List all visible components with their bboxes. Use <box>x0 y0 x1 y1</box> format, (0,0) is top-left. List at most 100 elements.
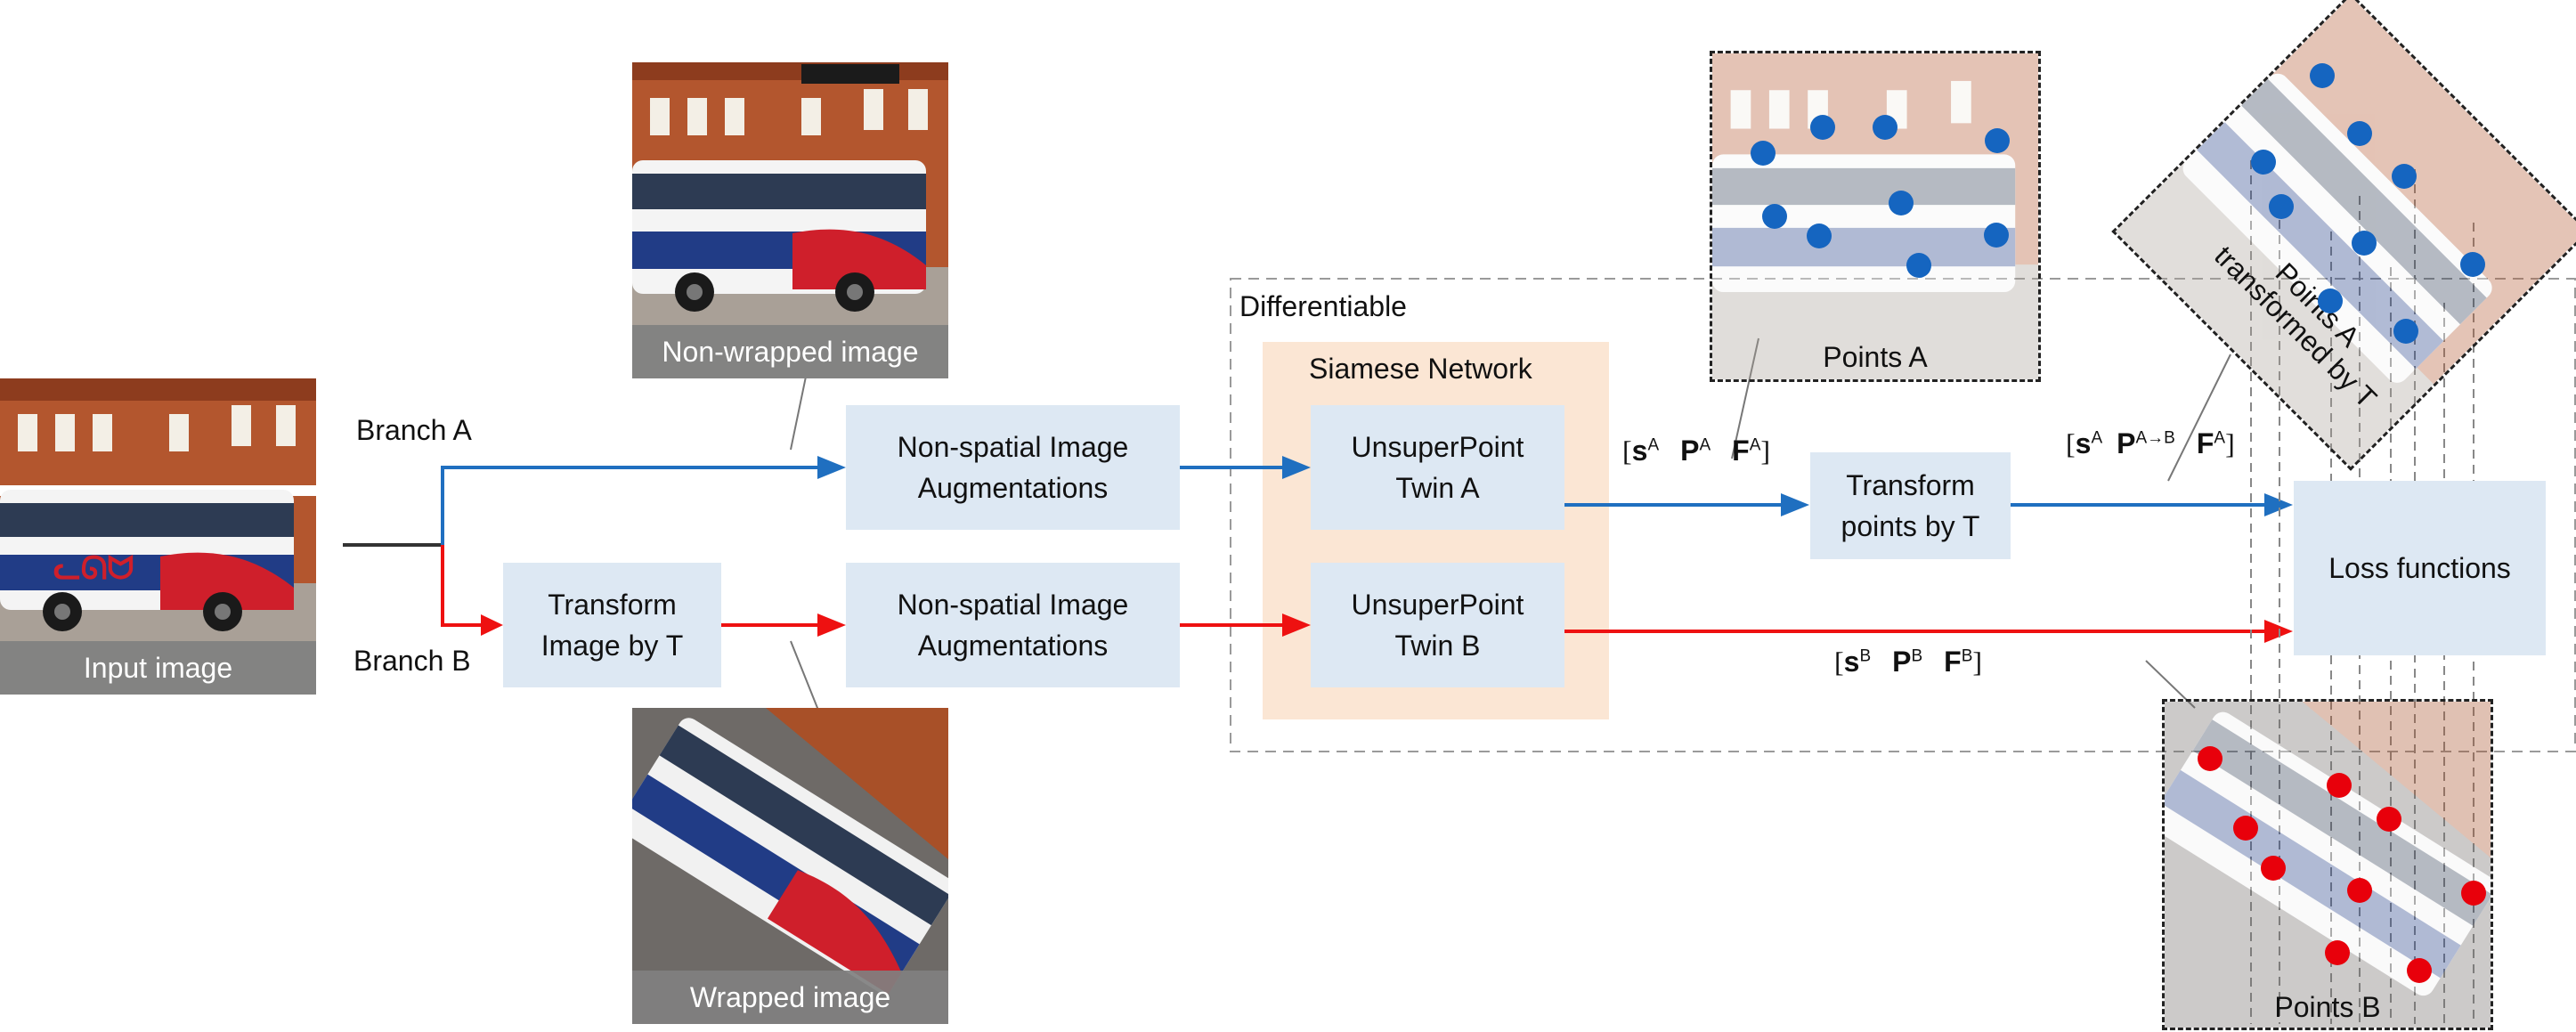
keypoint-b <box>2377 807 2401 832</box>
leader-points-a <box>1731 337 1759 459</box>
keypoint-a-transformed <box>2392 164 2417 189</box>
augment-b-line1: Non-spatial Image <box>897 588 1129 621</box>
keypoint-a-transformed <box>2347 121 2372 146</box>
keypoint-a <box>1906 253 1931 278</box>
keypoint-a-transformed <box>2251 150 2276 175</box>
keypoint-a <box>1751 141 1776 166</box>
output-a-p-sup: A <box>1699 435 1711 455</box>
transform-points-line2: points by T <box>1841 510 1980 542</box>
leader-wrapped <box>790 640 820 713</box>
output-b-p: P <box>1892 646 1912 678</box>
output-t-p-sup: A→B <box>2135 428 2175 448</box>
keypoint-a <box>1873 115 1897 140</box>
output-t-p: P <box>2117 427 2136 459</box>
keypoint-a <box>1985 128 2010 153</box>
wrapped-image: Wrapped image <box>632 708 948 1024</box>
input-image-caption: Input image <box>0 641 316 695</box>
output-t-s: s <box>2075 427 2092 459</box>
output-b-s-sup: B <box>1859 646 1872 666</box>
keypoint-a <box>1810 115 1835 140</box>
keypoint-a-transformed <box>2318 288 2343 313</box>
branch-a-arrowhead-4 <box>2264 493 2293 516</box>
output-transformed-label: [sA PA→B FA] <box>2066 427 2235 460</box>
branch-b-label: Branch B <box>353 645 471 677</box>
wrapped-image-caption: Wrapped image <box>632 971 948 1024</box>
keypoint-b <box>2407 958 2432 983</box>
keypoint-a-transformed <box>2269 194 2294 219</box>
points-a-caption: Points A <box>1823 341 1928 373</box>
keypoint-b <box>2198 746 2223 771</box>
output-t-f: F <box>2196 427 2214 459</box>
points-b-panel: Points B <box>2162 699 2493 1030</box>
keypoint-a-transformed <box>2460 252 2485 277</box>
transform-points-box: Transform points by T <box>1810 452 2011 559</box>
keypoint-a <box>1807 223 1832 248</box>
output-a-s: s <box>1631 435 1648 467</box>
branch-b-arrowhead-2 <box>1282 614 1311 637</box>
output-t-open: [ <box>2066 427 2076 459</box>
output-b-s: s <box>1843 646 1860 678</box>
branch-a-label: Branch A <box>356 414 472 446</box>
keypoint-a <box>1889 191 1914 215</box>
output-b-open: [ <box>1834 646 1844 678</box>
input-image: ᓚᘏᗢ Input image <box>0 378 316 695</box>
branch-a-arrowhead-2 <box>1282 456 1311 479</box>
output-t-f-sup: A <box>2214 428 2226 448</box>
output-a-close: ] <box>1760 435 1771 467</box>
output-a-label: [sA PA FA] <box>1622 435 1770 467</box>
keypoint-a-transformed <box>2352 231 2377 256</box>
output-a-f-sup: A <box>1749 435 1761 455</box>
keypoint-b <box>2347 878 2372 903</box>
branch-a-arrowhead-3 <box>1781 493 1809 516</box>
output-b-close: ] <box>1972 646 1983 678</box>
output-a-s-sup: A <box>1647 435 1660 455</box>
twin-b-line1: UnsuperPoint <box>1351 588 1524 621</box>
keypoint-b <box>2261 856 2286 881</box>
non-wrapped-image: Non-wrapped image <box>632 62 948 378</box>
leader-points-transformed <box>2167 353 2231 482</box>
twin-a-line2: Twin A <box>1395 472 1480 504</box>
loss-functions-label: Loss functions <box>2328 551 2511 584</box>
output-b-f: F <box>1944 646 1962 678</box>
twin-b-line2: Twin B <box>1394 630 1481 662</box>
leader-non-wrapped <box>790 376 807 451</box>
keypoint-b <box>2327 773 2352 798</box>
transform-points-line1: Transform <box>1846 468 1975 501</box>
differentiable-label: Differentiable <box>1239 290 1407 322</box>
output-a-p: P <box>1680 435 1700 467</box>
loss-functions-box: Loss functions <box>2294 481 2546 655</box>
augment-a-line1: Non-spatial Image <box>897 430 1129 463</box>
output-a-f: F <box>1732 435 1750 467</box>
keypoint-a <box>1984 223 2009 248</box>
output-t-s-sup: A <box>2091 428 2103 448</box>
keypoint-b <box>2233 816 2258 841</box>
svg-text:ᓚᘏᗢ: ᓚᘏᗢ <box>53 549 134 586</box>
non-wrapped-image-caption: Non-wrapped image <box>632 325 948 378</box>
output-b-f-sup: B <box>1961 646 1973 666</box>
twin-a-line1: UnsuperPoint <box>1351 430 1524 463</box>
points-b-caption: Points B <box>2274 991 2381 1023</box>
siamese-network-label: Siamese Network <box>1309 353 1532 385</box>
branch-a-arrowhead-1 <box>817 456 846 479</box>
keypoint-a <box>1762 204 1787 229</box>
output-b-p-sup: B <box>1911 646 1923 666</box>
keypoint-a-transformed <box>2393 319 2418 344</box>
keypoint-a-transformed <box>2310 63 2335 88</box>
branch-a-arrow-1 <box>441 466 835 545</box>
output-t-close: ] <box>2225 427 2235 459</box>
transform-image-line1: Transform <box>548 588 677 621</box>
branch-b-split <box>441 545 499 627</box>
output-b-label: [sB PB FB] <box>1834 646 1982 679</box>
keypoint-b <box>2325 940 2350 965</box>
augment-a-line2: Augmentations <box>917 472 1109 504</box>
keypoint-b <box>2461 881 2486 906</box>
augment-b-line2: Augmentations <box>917 630 1109 662</box>
